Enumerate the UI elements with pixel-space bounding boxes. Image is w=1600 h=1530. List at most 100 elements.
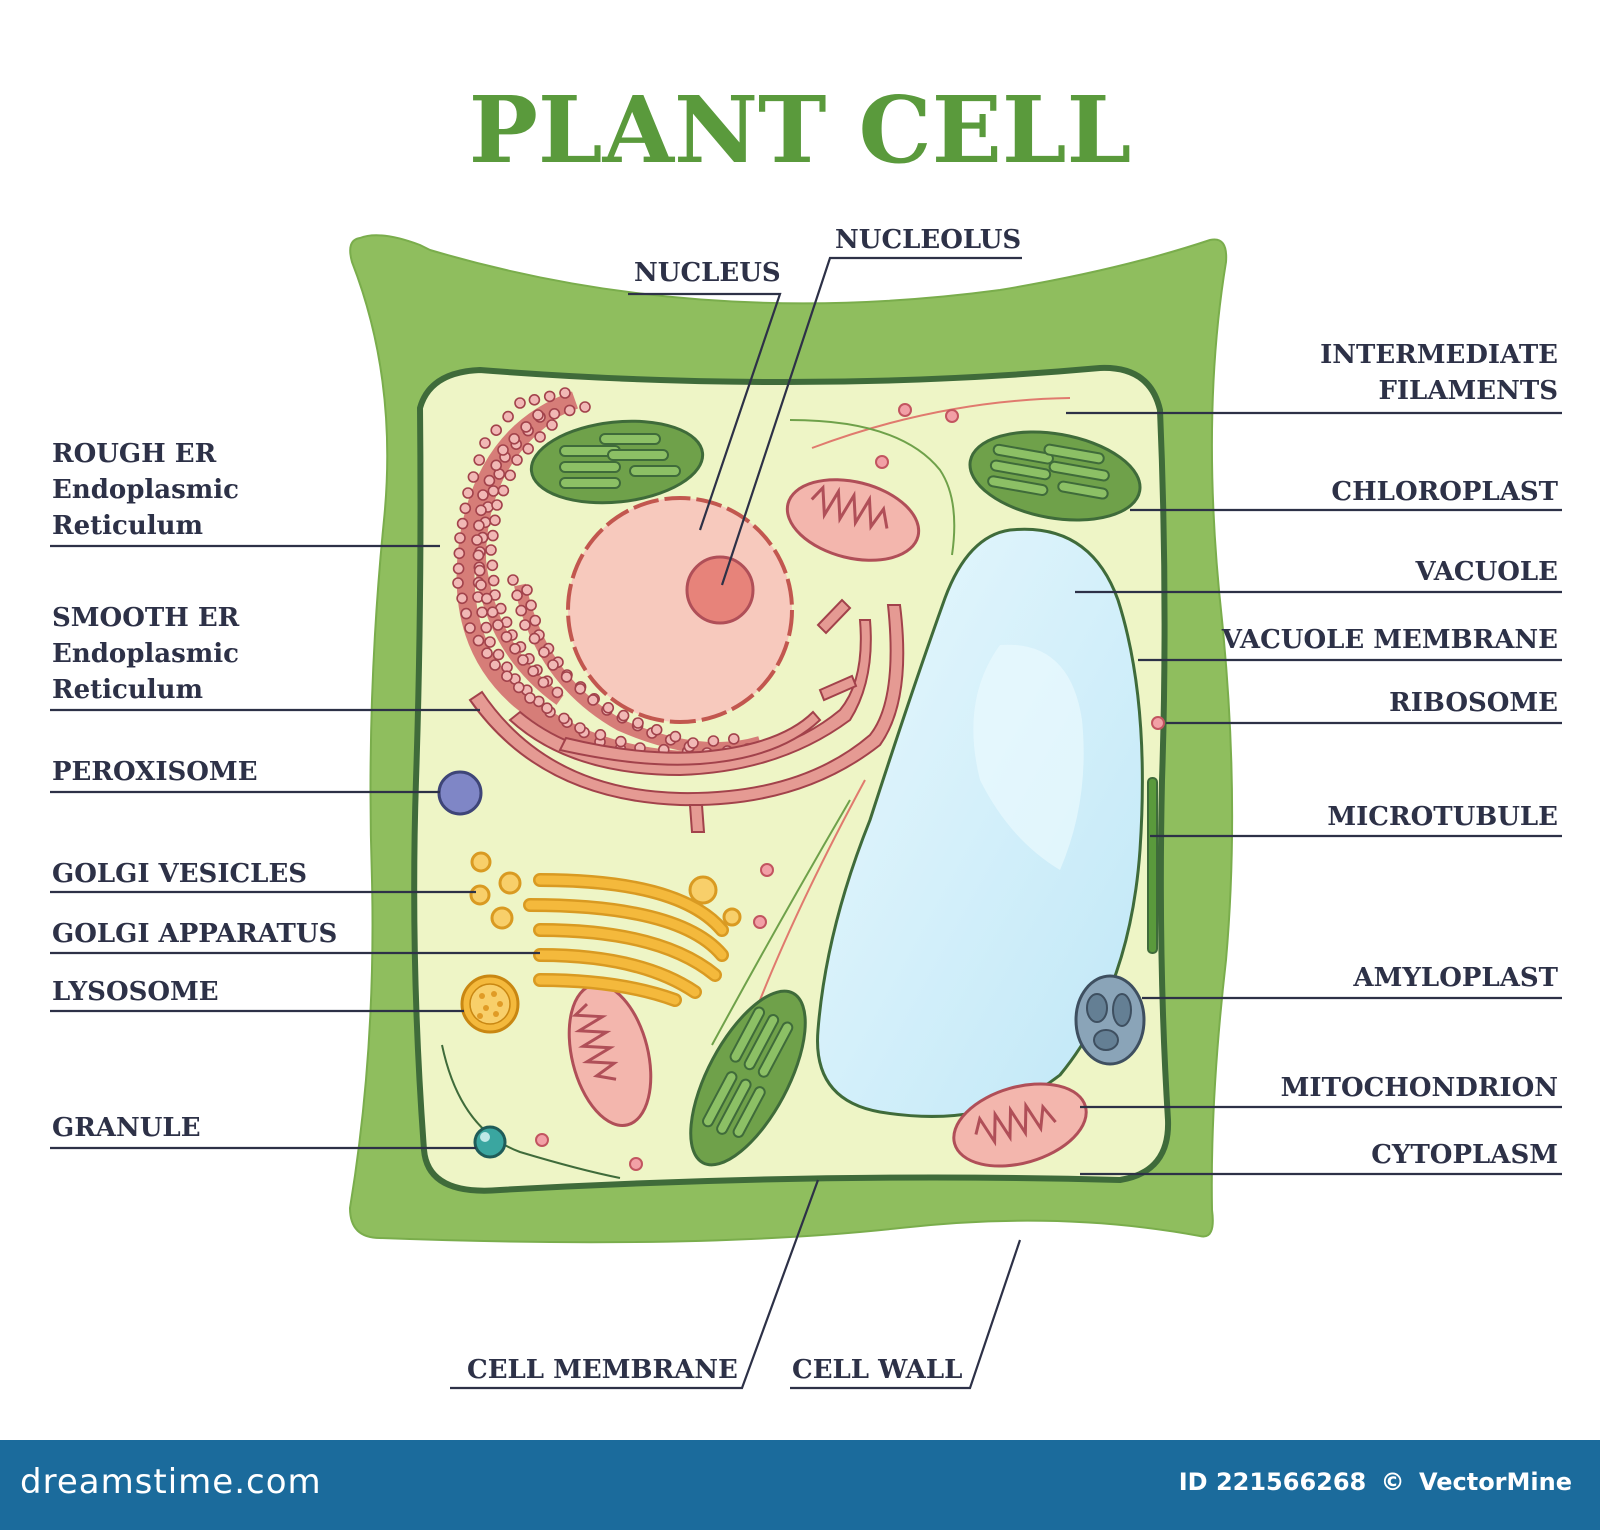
rough-er-ribosome-bead xyxy=(472,549,485,562)
rough-er-ribosome-bead xyxy=(456,592,468,605)
rough-er-ribosome-bead xyxy=(541,702,553,715)
mitochondrion-left xyxy=(567,983,653,1127)
label-chloroplast: CHLOROPLAST xyxy=(1331,477,1558,507)
rough-er-ribosome-bead xyxy=(538,646,550,659)
rough-er-ribosome-bead xyxy=(515,604,528,617)
label-rough-er-line1: ROUGH ER xyxy=(52,439,217,469)
rough-er-ribosome-bead xyxy=(594,728,607,741)
rough-er-ribosome-bead xyxy=(707,735,720,747)
rough-er-ribosome-bead xyxy=(527,665,540,678)
amyloplast xyxy=(1074,974,1146,1066)
rough-er-ribosome-bead xyxy=(456,517,469,530)
rough-er-ribosome-bead xyxy=(517,654,529,666)
rough-er-ribosome-bead xyxy=(534,431,546,443)
rough-er-ribosome-bead xyxy=(490,424,503,437)
rough-er-ribosome-bead xyxy=(579,401,591,413)
rough-er-ribosome-bead xyxy=(473,519,485,532)
rough-er-ribosome-bead xyxy=(524,692,536,704)
rough-er-ribosome-bead xyxy=(480,621,493,634)
copyright-icon: © xyxy=(1380,1468,1405,1496)
rough-er-ribosome-bead xyxy=(497,444,509,456)
rough-er-ribosome-bead xyxy=(508,432,521,445)
rough-er-ribosome-bead xyxy=(512,681,525,694)
vacuole-highlight xyxy=(973,644,1084,870)
rough-er-ribosome-bead xyxy=(528,393,541,406)
rough-er-ribosome-bead xyxy=(480,592,493,605)
label-intermediate-filaments-line2: FILAMENTS xyxy=(1378,376,1558,406)
rough-er-ribosome-bead xyxy=(511,454,523,466)
label-peroxisome: PEROXISOME xyxy=(52,757,258,787)
label-cell-membrane: CELL MEMBRANE xyxy=(467,1355,738,1385)
intermediate-filament-green xyxy=(789,419,956,556)
label-rough-er-line2: Endoplasmic xyxy=(52,475,239,505)
rough-er-ribosome-bead xyxy=(560,671,573,683)
golgi-apparatus xyxy=(523,873,729,1007)
rough-er-ribosome-bead xyxy=(543,390,556,403)
label-ribosome: RIBOSOME xyxy=(1389,688,1558,718)
rough-er-ribosome-bead xyxy=(497,484,510,497)
rough-er-ribosome-bead xyxy=(574,682,587,695)
rough-er-ribosome-bead xyxy=(520,421,532,433)
label-mitochondrion: MITOCHONDRION xyxy=(1281,1073,1558,1103)
rough-er-ribosome-bead xyxy=(548,407,561,420)
rough-er-ribosome-bead xyxy=(504,469,517,482)
rough-er-ribosome-bead xyxy=(587,694,599,706)
rough-er-ribosome-bead xyxy=(574,722,586,734)
label-granule: GRANULE xyxy=(52,1113,201,1143)
footer-image-id: ID 221566268 © VectorMine xyxy=(1173,1468,1572,1496)
rough-er-ribosome-bead xyxy=(490,459,503,472)
intermediate-filament-red xyxy=(811,397,1071,449)
rough-er-ribosome-bead xyxy=(650,723,663,736)
label-intermediate-filaments-line1: INTERMEDIATE xyxy=(1320,340,1558,370)
rough-er-ribosome-bead xyxy=(460,607,473,620)
rough-er-ribosome-bead xyxy=(459,502,472,515)
rough-er-ribosome-bead xyxy=(502,410,514,423)
rough-er-ribosome-bead xyxy=(602,701,615,714)
rough-er-ribosome-bead xyxy=(669,730,682,743)
rough-er-ribosome-bead xyxy=(475,504,487,517)
label-lysosome: LYSOSOME xyxy=(52,977,219,1007)
rough-er-ribosome-bead xyxy=(528,632,541,645)
rough-er-ribosome-bead xyxy=(473,564,486,577)
label-smooth-er-line2: Endoplasmic xyxy=(52,639,239,669)
rough-er-ribosome-bead xyxy=(559,387,571,399)
rough-er-ribosome-bead xyxy=(532,409,544,421)
granule-highlight xyxy=(480,1132,490,1142)
rough-er-ribosome-bead xyxy=(479,437,491,449)
rough-er-ribosome-bead xyxy=(475,579,487,591)
label-smooth-er-line1: SMOOTH ER xyxy=(52,603,240,633)
footer-id-text: ID 221566268 xyxy=(1178,1468,1367,1496)
rough-er-ribosome-bead xyxy=(462,487,474,499)
rough-er-ribosome-bead xyxy=(563,404,576,417)
label-rough-er-line3: Reticulum xyxy=(52,511,203,541)
label-microtubule: MICROTUBULE xyxy=(1327,802,1558,832)
label-smooth-er-line3: Reticulum xyxy=(52,675,203,705)
mitochondrion-top xyxy=(785,478,921,562)
rough-er-ribosome-bead xyxy=(485,544,497,556)
label-nucleolus: NUCLEOLUS xyxy=(835,225,1021,255)
label-vacuole-membrane: VACUOLE MEMBRANE xyxy=(1221,625,1558,655)
rough-er-ribosome-bead xyxy=(727,733,740,745)
rough-er-ribosome-bead xyxy=(491,499,503,511)
rough-er-ribosome-bead xyxy=(473,454,486,466)
rough-er-ribosome-bead xyxy=(501,670,513,683)
footer-site-logo: dreamstime.com xyxy=(20,1462,322,1502)
rough-er-ribosome-bead xyxy=(477,489,489,501)
rough-er-ribosome-bead xyxy=(487,485,500,497)
label-golgi-apparatus: GOLGI APPARATUS xyxy=(52,919,337,949)
rough-er-ribosome-bead xyxy=(529,614,542,627)
smooth-er xyxy=(468,598,905,833)
rough-er-ribosome-bead xyxy=(507,574,519,586)
rough-er-ribosome-bead xyxy=(511,589,523,602)
rough-er-ribosome-bead xyxy=(454,532,466,544)
nucleus xyxy=(566,496,794,724)
label-cell-wall: CELL WALL xyxy=(792,1355,962,1385)
rough-er-ribosome-bead xyxy=(476,606,488,619)
rough-er-ribosome-bead xyxy=(486,606,499,619)
rough-er-ribosome-bead xyxy=(464,622,476,634)
diagram-title: PLANT CELL xyxy=(469,76,1132,184)
chloroplast-bottom xyxy=(689,989,807,1167)
golgi-vesicles xyxy=(469,851,742,930)
rough-er-ribosome-bead xyxy=(537,676,550,689)
